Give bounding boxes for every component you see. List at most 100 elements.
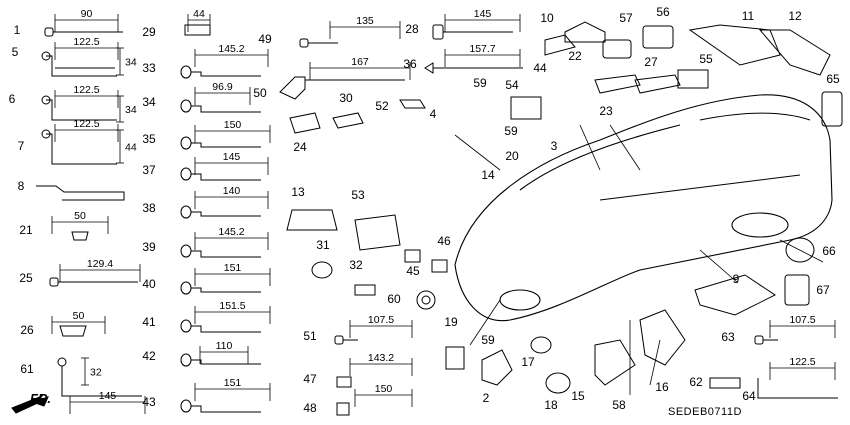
part-callout-32: 32 <box>349 258 363 272</box>
dimension-label: 50 <box>73 310 85 322</box>
part-callout-55: 55 <box>699 52 713 66</box>
part-callout-11: 11 <box>742 9 755 23</box>
part-callout-59: 59 <box>504 124 518 138</box>
dimension-label: 34 <box>125 57 137 69</box>
dimension-label: 145 <box>474 8 492 20</box>
part-callout-62: 62 <box>689 375 703 389</box>
dimension-label: 122.5 <box>73 84 99 96</box>
part-callout-40: 40 <box>142 277 156 291</box>
part-callout-43: 43 <box>142 395 156 409</box>
dimension-label: 122.5 <box>73 118 99 130</box>
dimension-label: 135 <box>356 15 374 27</box>
part-callout-37: 37 <box>142 163 156 177</box>
part-callout-59: 59 <box>481 333 495 347</box>
part-callout-47: 47 <box>303 372 317 386</box>
dimension-label: 150 <box>375 383 393 395</box>
part-callout-15: 15 <box>571 389 585 403</box>
part-callout-63: 63 <box>721 330 735 344</box>
dimension-label: 32 <box>90 367 102 379</box>
part-callout-8: 8 <box>18 179 25 193</box>
part-callout-3: 3 <box>551 139 558 153</box>
part-callout-2: 2 <box>483 391 490 405</box>
part-callout-33: 33 <box>142 61 156 75</box>
part-callout-41: 41 <box>142 315 156 329</box>
dimension-label: 129.4 <box>87 258 113 270</box>
part-callout-53: 53 <box>351 188 365 202</box>
dimension-label: 150 <box>224 119 242 131</box>
part-callout-9: 9 <box>733 272 740 286</box>
part-callout-19: 19 <box>444 315 458 329</box>
part-callout-10: 10 <box>540 11 554 25</box>
part-callout-34: 34 <box>142 95 156 109</box>
part-callout-59: 59 <box>473 76 487 90</box>
dimension-label: 122.5 <box>73 36 99 48</box>
part-callout-24: 24 <box>293 140 307 154</box>
part-callout-61: 61 <box>20 362 34 376</box>
part-callout-28: 28 <box>405 22 419 36</box>
dimension-label: 122.5 <box>789 356 815 368</box>
part-callout-51: 51 <box>303 329 317 343</box>
dimension-label: 143.2 <box>368 352 394 364</box>
part-callout-14: 14 <box>481 168 495 182</box>
part-callout-38: 38 <box>142 201 156 215</box>
part-callout-56: 56 <box>656 5 670 19</box>
part-callout-18: 18 <box>544 398 558 412</box>
dimension-label: 34 <box>125 104 137 116</box>
part-callout-30: 30 <box>339 91 353 105</box>
dimension-label: 151.5 <box>219 300 245 312</box>
part-callout-12: 12 <box>788 9 802 23</box>
part-callout-39: 39 <box>142 240 156 254</box>
dimension-label: 167 <box>351 56 369 68</box>
dimension-label: 145 <box>223 151 241 163</box>
part-callout-60: 60 <box>387 292 401 306</box>
part-callout-50: 50 <box>253 86 267 100</box>
dimension-label: 157.7 <box>469 43 495 55</box>
part-callout-44: 44 <box>533 61 547 75</box>
part-callout-7: 7 <box>18 139 25 153</box>
diagram-code: SEDEB0711D <box>668 406 742 418</box>
dimension-label: 107.5 <box>368 314 394 326</box>
part-callout-21: 21 <box>19 223 33 237</box>
part-callout-22: 22 <box>568 49 582 63</box>
dimension-label: 145.2 <box>218 226 244 238</box>
part-callout-16: 16 <box>655 380 669 394</box>
part-callout-17: 17 <box>521 355 535 369</box>
part-callout-57: 57 <box>619 11 633 25</box>
dimension-label: 50 <box>74 210 86 222</box>
dimension-label: 44 <box>193 8 205 20</box>
dimension-label: 145.2 <box>218 43 244 55</box>
part-callout-48: 48 <box>303 401 317 415</box>
part-callout-1: 1 <box>14 23 21 37</box>
dimension-label: 140 <box>223 185 241 197</box>
part-callout-25: 25 <box>19 271 33 285</box>
part-callout-52: 52 <box>375 99 389 113</box>
dimension-label: 90 <box>81 8 93 20</box>
part-callout-54: 54 <box>505 78 519 92</box>
part-callout-4: 4 <box>430 107 437 121</box>
part-callout-66: 66 <box>822 244 836 258</box>
part-callout-5: 5 <box>12 45 19 59</box>
dimension-label: 151 <box>224 377 242 389</box>
dimension-label: 110 <box>216 340 233 352</box>
part-callout-6: 6 <box>9 92 16 106</box>
dimension-label: 145 <box>99 390 117 402</box>
part-callout-45: 45 <box>406 264 420 278</box>
dimension-label: 44 <box>125 142 137 154</box>
part-callout-36: 36 <box>403 57 417 71</box>
part-callout-31: 31 <box>316 238 330 252</box>
part-callout-20: 20 <box>505 149 519 163</box>
part-callout-58: 58 <box>612 398 626 412</box>
part-callout-67: 67 <box>816 283 830 297</box>
part-callout-64: 64 <box>742 389 756 403</box>
front-direction-label: FR. <box>30 391 51 406</box>
part-callout-27: 27 <box>644 55 658 69</box>
part-callout-65: 65 <box>826 72 840 86</box>
part-callout-35: 35 <box>142 132 156 146</box>
part-callout-23: 23 <box>599 104 613 118</box>
dimension-label: 96.9 <box>212 81 233 93</box>
part-callout-26: 26 <box>20 323 34 337</box>
part-callout-29: 29 <box>142 25 156 39</box>
dimension-label: 151 <box>224 262 242 274</box>
